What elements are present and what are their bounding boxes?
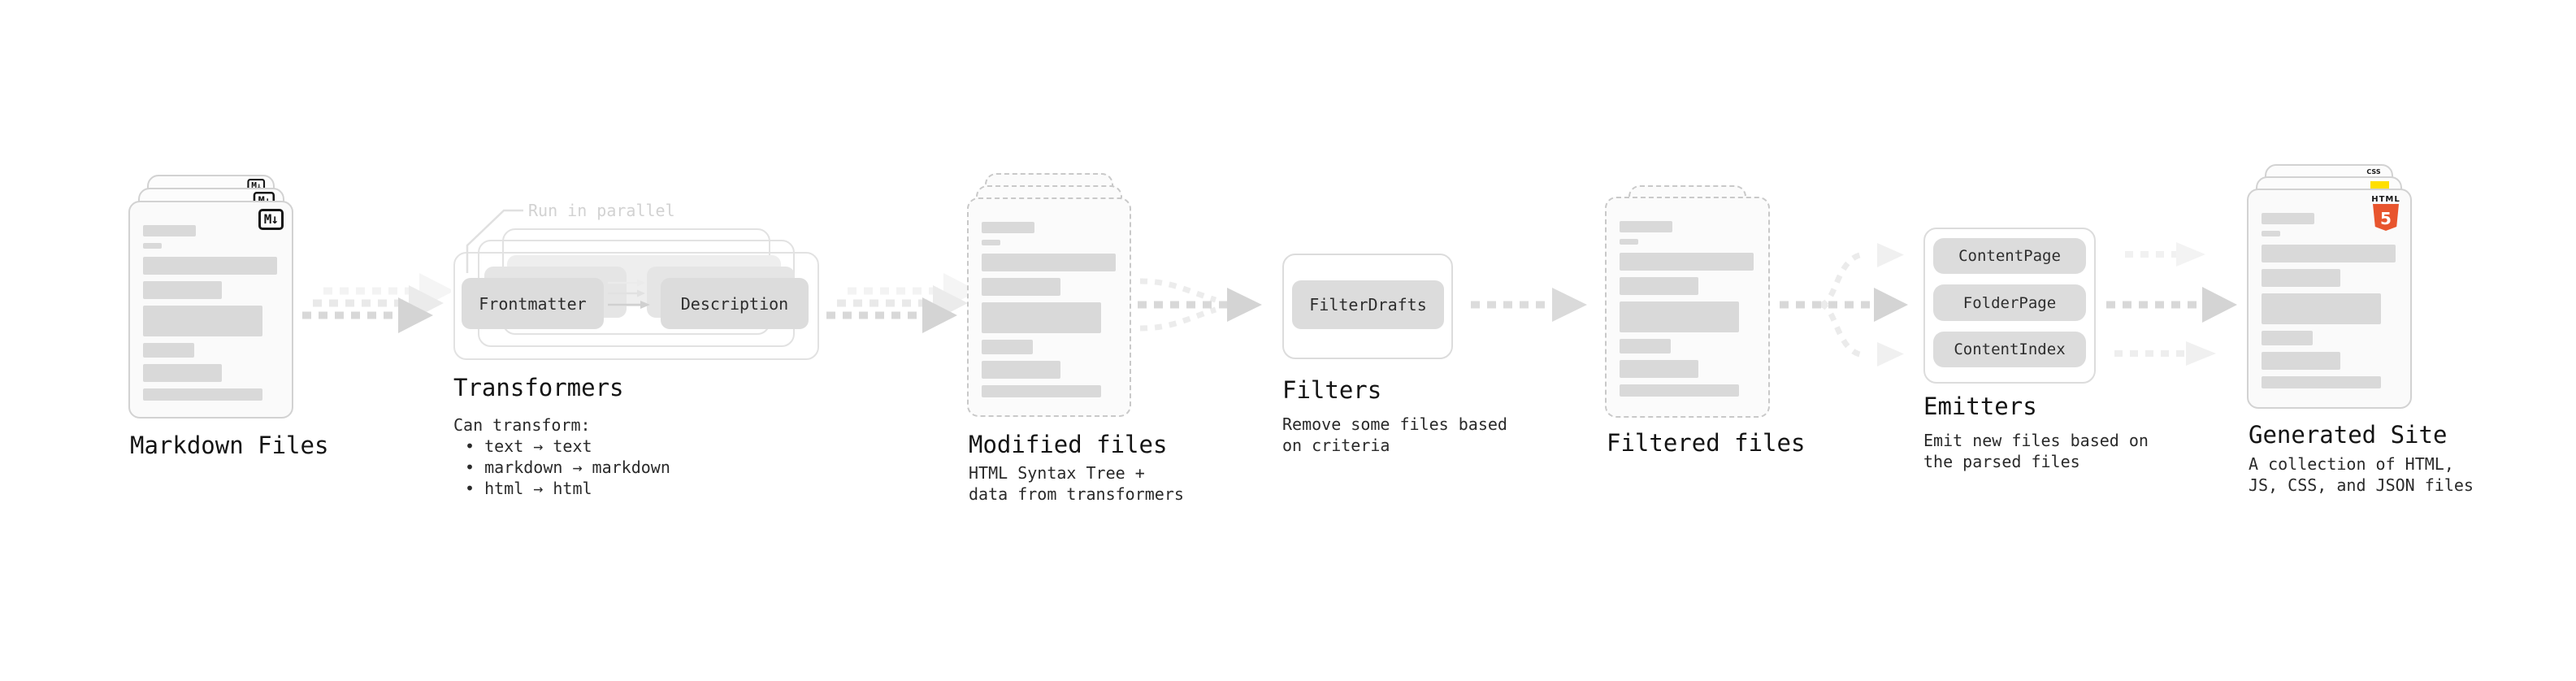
emitters-description: Emit new files based on the parsed files (1923, 430, 2149, 472)
filters-desc-line: Remove some files based (1282, 414, 1507, 434)
doc-line (143, 388, 262, 401)
document-lines (982, 222, 1117, 397)
folderpage-chip: FolderPage (1933, 284, 2086, 321)
doc-line (143, 225, 196, 236)
document-lines (1620, 221, 1755, 397)
doc-line (1620, 339, 1671, 354)
flow-arrow-stacked-icon (826, 273, 975, 333)
filters-desc-line: on criteria (1282, 436, 1390, 455)
modified-desc-line: HTML Syntax Tree + (969, 463, 1145, 483)
callout-line-icon (466, 209, 523, 273)
doc-line (1620, 301, 1739, 332)
doc-line (143, 306, 262, 336)
doc-line (143, 243, 162, 249)
doc-line (1620, 239, 1638, 245)
doc-line (1620, 277, 1698, 295)
html5-icon: HTML 5 (2368, 195, 2404, 235)
doc-line (1620, 253, 1754, 271)
doc-line (982, 222, 1034, 233)
doc-line (2262, 293, 2381, 324)
doc-line (143, 281, 222, 299)
transformers-description: Can transform: • text → text • markdown … (453, 414, 670, 499)
document-lines (143, 225, 279, 401)
markdown-files-title: Markdown Files (130, 432, 329, 459)
filters-description: Remove some files based on criteria (1282, 414, 1507, 456)
flow-arrows-triple-icon (2106, 242, 2237, 366)
frontmatter-chip: Frontmatter (462, 278, 604, 329)
doc-line (2262, 376, 2381, 388)
doc-line (2262, 213, 2314, 224)
doc-line (982, 240, 1000, 245)
flow-arrow-merge-icon (1138, 278, 1262, 332)
modified-file-card (967, 197, 1131, 417)
filtered-files-title: Filtered files (1607, 429, 1806, 457)
generated-desc-line: JS, CSS, and JSON files (2249, 475, 2474, 495)
doc-line (982, 302, 1101, 333)
doc-line (982, 278, 1060, 296)
transformers-bullet: • markdown → markdown (465, 458, 670, 477)
transformers-desc-heading: Can transform: (453, 415, 591, 435)
flow-arrow-icon (1471, 288, 1587, 322)
doc-line (982, 385, 1101, 397)
modified-files-description: HTML Syntax Tree + data from transformer… (969, 462, 1184, 505)
filtered-file-card (1605, 197, 1770, 418)
doc-line (1620, 221, 1672, 232)
doc-line (143, 343, 194, 358)
svg-text:5: 5 (2380, 209, 2392, 228)
generated-desc-line: A collection of HTML, (2249, 454, 2454, 474)
doc-line (2262, 245, 2396, 262)
flow-arrow-split-icon (1780, 243, 1908, 367)
transformers-bullet: • html → html (465, 479, 592, 498)
emitters-title: Emitters (1923, 393, 2037, 420)
emitters-desc-line: the parsed files (1923, 452, 2080, 471)
doc-line (2262, 269, 2340, 287)
markdown-file-card: M↓ (128, 201, 293, 419)
modified-desc-line: data from transformers (969, 484, 1184, 504)
contentpage-chip: ContentPage (1933, 238, 2086, 274)
filters-title: Filters (1282, 376, 1382, 404)
transformers-bullet: • text → text (465, 436, 592, 456)
document-lines (2262, 213, 2397, 388)
html5-shield-icon: 5 (2373, 204, 2399, 231)
doc-line (143, 364, 222, 382)
generated-site-description: A collection of HTML, JS, CSS, and JSON … (2249, 453, 2474, 496)
doc-line (2262, 331, 2313, 345)
flow-arrow-stacked-icon (302, 273, 451, 333)
modified-files-title: Modified files (969, 431, 1168, 458)
doc-line (982, 340, 1033, 354)
emitters-desc-line: Emit new files based on (1923, 431, 2149, 450)
generated-site-title: Generated Site (2249, 421, 2448, 449)
filterdrafts-chip: FilterDrafts (1292, 280, 1444, 329)
parallel-mini-arrows-icon (608, 279, 650, 309)
css-icon-label: CSS (2366, 168, 2381, 176)
description-chip: Description (661, 278, 809, 329)
markdown-icon: M↓ (258, 209, 284, 230)
generated-file-card: HTML 5 (2247, 189, 2412, 409)
contentindex-chip: ContentIndex (1933, 332, 2086, 367)
doc-line (143, 257, 277, 275)
transformers-title: Transformers (453, 374, 624, 401)
doc-line (2262, 231, 2280, 236)
doc-line (1620, 360, 1698, 378)
html5-icon-label: HTML (2371, 195, 2400, 204)
run-in-parallel-note: Run in parallel (528, 201, 675, 220)
doc-line (982, 361, 1060, 379)
doc-line (982, 254, 1116, 271)
doc-line (2262, 352, 2340, 370)
doc-line (1620, 384, 1739, 397)
transformer-layer-front (453, 252, 819, 360)
